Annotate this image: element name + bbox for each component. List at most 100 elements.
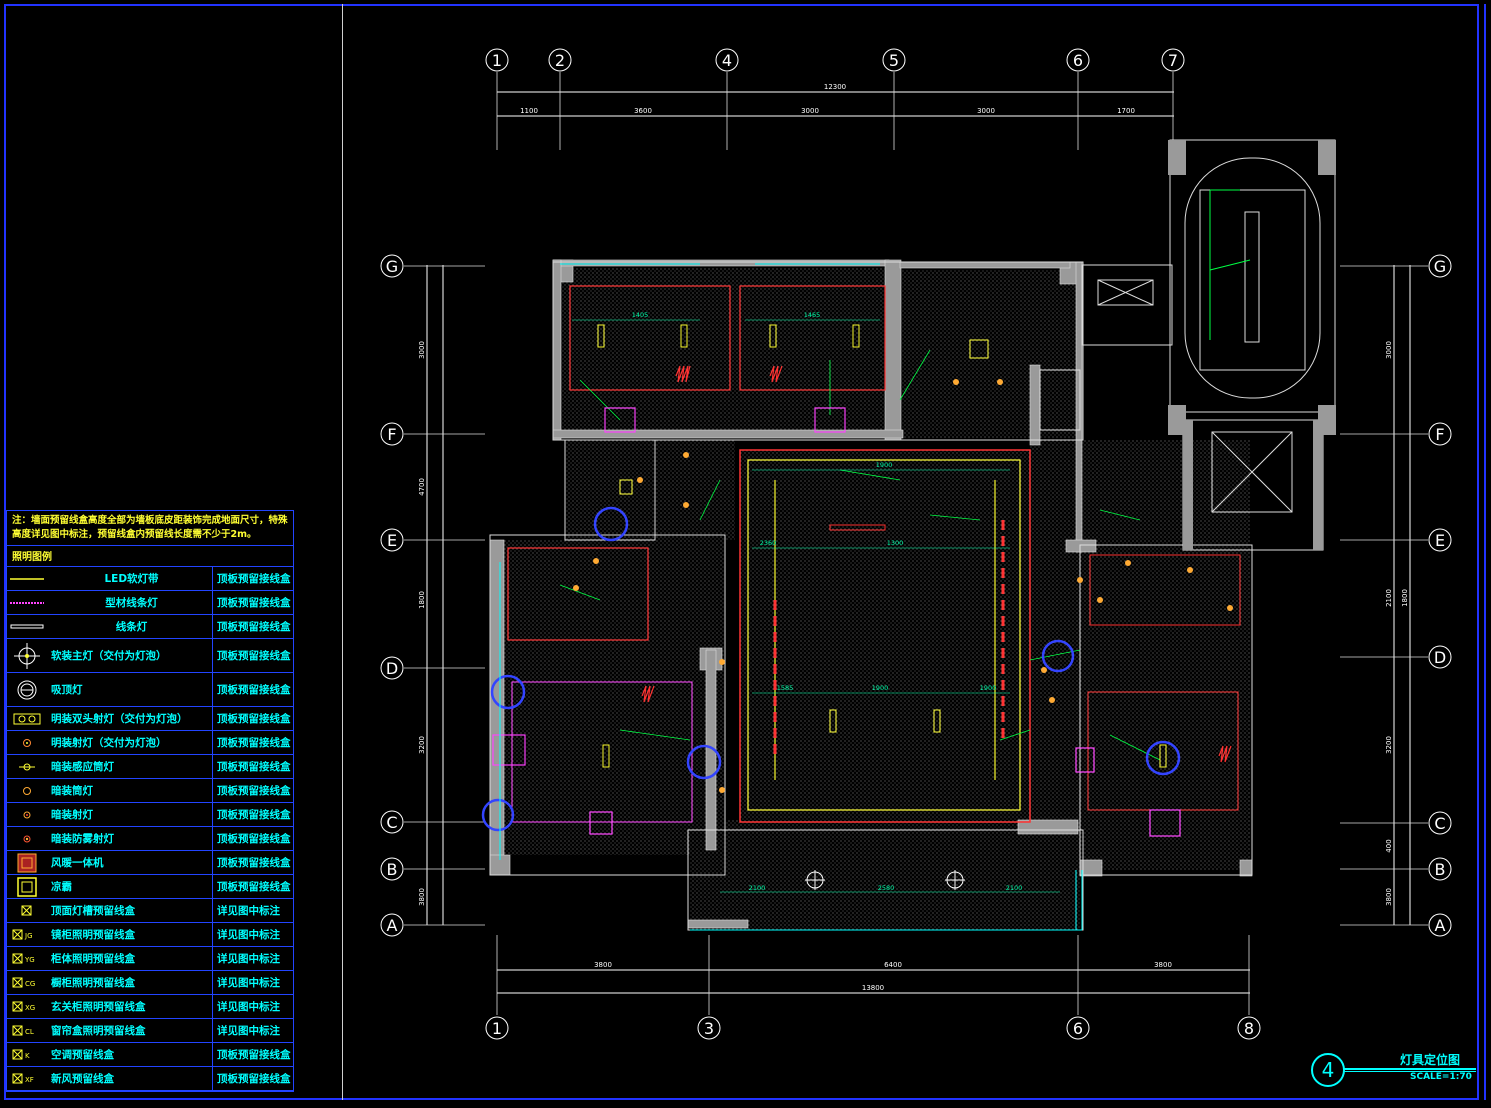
legend-item-name: 橱柜照明预留线盒 xyxy=(47,971,213,994)
top-axis-bubble-label: 1 xyxy=(492,51,502,70)
svg-text:CL: CL xyxy=(25,1028,34,1036)
right-axis-bubble: E xyxy=(1428,528,1452,552)
right-axis-bubble-label: C xyxy=(1434,814,1445,833)
dim-top-3: 3000 xyxy=(801,107,819,115)
legend-item-name: 吸顶灯 xyxy=(47,673,213,706)
legend-heading: 照明图例 xyxy=(7,546,293,567)
svg-text:XF: XF xyxy=(25,1076,34,1084)
junction-box-cl-icon: CL xyxy=(7,1019,47,1042)
right-axis-bubble-label: B xyxy=(1435,860,1446,879)
legend-item-name: 凉霸 xyxy=(47,875,213,898)
right-axis-bubble-label: A xyxy=(1435,916,1446,935)
dim-top-4: 3000 xyxy=(977,107,995,115)
top-axis-bubble-label: 5 xyxy=(889,51,899,70)
legend-row: 明装射灯（交付为灯泡）顶板预留接线盒 xyxy=(7,731,293,755)
dim-right-3: 1800 xyxy=(1401,589,1409,607)
bottom-axis-bubble-label: 1 xyxy=(492,1019,502,1038)
bottom-axis-bubble: 8 xyxy=(1237,1016,1261,1040)
line-light-icon xyxy=(7,615,47,638)
leader-lines xyxy=(559,349,1161,761)
top-axis-bubble-label: 4 xyxy=(722,51,732,70)
pendant-lights xyxy=(805,870,965,890)
legend-item-note: 顶板预留接线盒 xyxy=(217,1073,291,1085)
legend-row: LED软灯带顶板预留接线盒 xyxy=(7,567,293,591)
right-axis-bubble-label: D xyxy=(1434,648,1446,667)
dim-inner-9: 2580 xyxy=(878,884,895,892)
legend-item-name: 明装射灯（交付为灯泡） xyxy=(47,731,213,754)
bottom-axis-bubble-label: 8 xyxy=(1244,1019,1254,1038)
legend-item-note: 顶板预留接线盒 xyxy=(217,573,291,585)
right-edge-line xyxy=(1484,4,1486,1100)
recessed-downlight-icon xyxy=(7,779,47,802)
legend-item-note: 顶板预留接线盒 xyxy=(217,713,291,725)
dim-inner-6: 1405 xyxy=(632,311,649,319)
legend-row: 线条灯顶板预留接线盒 xyxy=(7,615,293,639)
bottom-axis-bubble: 3 xyxy=(697,1016,721,1040)
surface-spotlight-icon xyxy=(7,731,47,754)
sheet-divider xyxy=(342,4,343,1100)
legend-row: 吸顶灯顶板预留接线盒 xyxy=(7,673,293,707)
profile-line-light-icon xyxy=(7,591,47,614)
dim-top-2: 3600 xyxy=(634,107,652,115)
right-axis-bubble: G xyxy=(1428,254,1452,278)
left-axis-bubble-label: G xyxy=(386,257,398,276)
legend-item-note: 详见图中标注 xyxy=(217,1001,280,1013)
dim-right-5: 400 xyxy=(1385,839,1393,852)
legend-item-note: 详见图中标注 xyxy=(217,1025,280,1037)
downlight-markers xyxy=(573,379,1233,793)
dim-right-6: 3800 xyxy=(1385,888,1393,906)
highlight-circles xyxy=(481,506,1181,832)
wall-outlines xyxy=(489,261,1253,931)
ceiling-outlines xyxy=(507,285,1241,823)
legend-item-name: 镜柜照明预留线盒 xyxy=(47,923,213,946)
sheet-number: 4 xyxy=(1311,1053,1345,1087)
legend-row: 风暖一体机顶板预留接线盒 xyxy=(7,851,293,875)
legend-item-note: 顶板预留接线盒 xyxy=(217,684,291,696)
dim-bottom-total: 13800 xyxy=(862,984,884,992)
legend-item-name: 风暖一体机 xyxy=(47,851,213,874)
bottom-axis-bubble: 1 xyxy=(485,1016,509,1040)
legend-row: 软装主灯（交付为灯泡）顶板预留接线盒 xyxy=(7,639,293,673)
bottom-axis-bubble-label: 3 xyxy=(704,1019,714,1038)
right-axis-bubble: D xyxy=(1428,645,1452,669)
sensor-downlight-icon xyxy=(7,755,47,778)
legend-row: 明装双头射灯（交付为灯泡）顶板预留接线盒 xyxy=(7,707,293,731)
dimension-texts-vertical: 3000 4700 1800 3200 3800 3000 2100 1800 … xyxy=(418,341,1409,906)
inner-dimension-lines xyxy=(572,319,1060,893)
dim-left-1: 3000 xyxy=(418,341,426,359)
legend-item-name: 玄关柜照明预留线盒 xyxy=(47,995,213,1018)
left-axis-bubble: C xyxy=(380,810,404,834)
ceiling-light-icon xyxy=(7,673,47,706)
dim-left-4: 3200 xyxy=(418,736,426,754)
drawing-title: 灯具定位图 xyxy=(1400,1053,1461,1067)
legend-item-name: 顶面灯槽预留线盒 xyxy=(47,899,213,922)
dim-inner-1: 2360 xyxy=(760,539,777,547)
junction-box-xf-icon: XF xyxy=(7,1067,47,1090)
legend-row: 顶面灯槽预留线盒详见图中标注 xyxy=(7,899,293,923)
right-axis-bubble: B xyxy=(1428,857,1452,881)
inner-dimension-texts: 2360 1300 1585 1900 1900 1405 1465 2100 … xyxy=(632,311,1023,892)
title-block: 4 灯具定位图 SCALE=1:70 xyxy=(1310,1050,1480,1090)
dim-top-5: 1700 xyxy=(1117,107,1135,115)
right-axis-bubble-label: E xyxy=(1435,531,1445,550)
legend-item-note: 顶板预留接线盒 xyxy=(217,621,291,633)
legend-item-note: 顶板预留接线盒 xyxy=(217,597,291,609)
top-axis-bubble: 5 xyxy=(882,48,906,72)
dim-bottom-3: 3800 xyxy=(1154,961,1172,969)
bottom-axis-bubble-label: 6 xyxy=(1073,1019,1083,1038)
balcony-glass xyxy=(499,263,1083,931)
double-spotlight-icon xyxy=(7,707,47,730)
dim-inner-11: 1900 xyxy=(980,684,997,692)
top-axis-bubble: 6 xyxy=(1066,48,1090,72)
bottom-axis-bubbles: 1 3 6 8 xyxy=(485,1016,1261,1040)
legend-item-name: 软装主灯（交付为灯泡） xyxy=(47,639,213,672)
legend-row: 暗装射灯顶板预留接线盒 xyxy=(7,803,293,827)
right-axis-bubble-label: G xyxy=(1434,257,1446,276)
left-axis-bubble-label: D xyxy=(386,659,398,678)
floor-hatch xyxy=(503,268,1250,930)
